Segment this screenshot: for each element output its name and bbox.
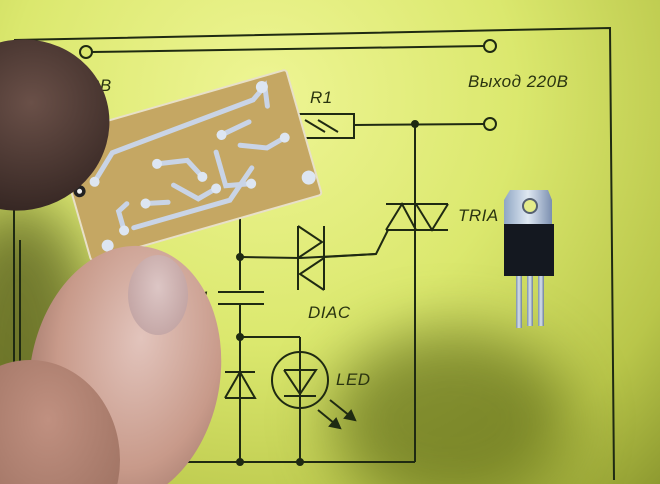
diac-label: DIAC bbox=[308, 303, 351, 322]
output-voltage-label: Выход 220В bbox=[468, 72, 569, 91]
led-label: LED bbox=[336, 370, 371, 389]
thumbnail bbox=[128, 255, 188, 335]
to220-triac-component bbox=[504, 190, 554, 328]
shadow-bottom-center bbox=[330, 330, 570, 484]
resistor-label: R1 bbox=[310, 88, 333, 107]
pcb-board bbox=[55, 69, 323, 262]
triac-label: TRIA bbox=[458, 206, 499, 225]
